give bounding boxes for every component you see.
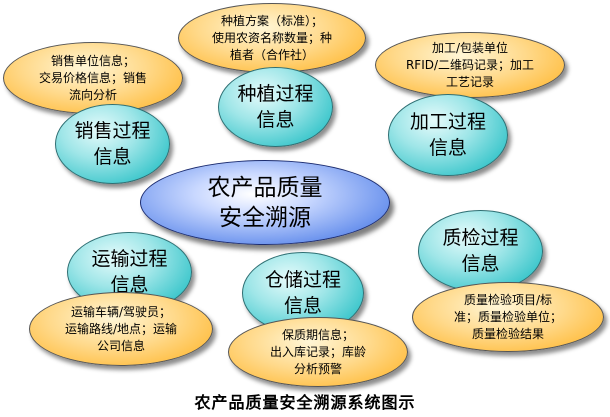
process-inspection-label: 质检过程 信息 — [442, 227, 519, 275]
process-storage: 仓储过程 信息 — [242, 252, 364, 334]
detail-storage-text: 保质期信息； 出入库记录；库龄 分析预警 — [269, 327, 366, 376]
diagram-caption: 农产品质量安全溯源系统图示 — [194, 393, 416, 412]
detail-planting-text: 种植方案（标准）； 使用农资名称数量；种 植者（合作社） — [211, 13, 332, 62]
detail-planting: 种植方案（标准）； 使用农资名称数量；种 植者（合作社） — [178, 3, 366, 73]
detail-transport-text: 运输车辆/驾驶员； 运输路线/地点；运输 公司信息 — [64, 304, 178, 353]
detail-sales-text: 销售单位信息； 交易价格信息；销售 流向分析 — [38, 53, 147, 102]
detail-inspection: 质量检验项目/标 准；质量检验单位； 质量检验结果 — [412, 282, 604, 352]
detail-processing: 加工/包装单位 RFID/二维码记录；加工 工艺记录 — [375, 32, 565, 98]
detail-sales: 销售单位信息； 交易价格信息；销售 流向分析 — [3, 42, 183, 114]
detail-storage: 保质期信息； 出入库记录；库龄 分析预警 — [228, 317, 408, 387]
process-processing-label: 加工过程 信息 — [409, 111, 486, 159]
process-planting-label: 种植过程 信息 — [237, 83, 314, 131]
process-sales: 销售过程 信息 — [55, 104, 170, 184]
detail-transport: 运输车辆/驾驶员； 运输路线/地点；运输 公司信息 — [29, 292, 213, 366]
process-processing: 加工过程 信息 — [388, 94, 508, 176]
process-inspection: 质检过程 信息 — [418, 210, 543, 292]
process-planting: 种植过程 信息 — [218, 67, 333, 147]
center-label: 农产品质量 安全溯源 — [207, 174, 323, 231]
center-node: 农产品质量 安全溯源 — [140, 160, 390, 245]
process-transport-label: 运输过程 信息 — [91, 248, 168, 296]
process-sales-label: 销售过程 信息 — [74, 120, 151, 168]
process-storage-label: 仓储过程 信息 — [264, 269, 341, 317]
detail-processing-text: 加工/包装单位 RFID/二维码记录；加工 工艺记录 — [405, 40, 535, 89]
detail-inspection-text: 质量检验项目/标 准；质量检验单位； 质量检验结果 — [453, 292, 562, 341]
